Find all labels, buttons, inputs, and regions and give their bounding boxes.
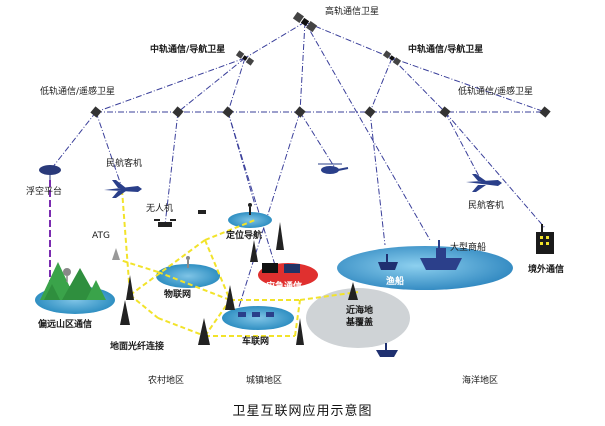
link-leo-emergency [227, 111, 276, 266]
label-nearshore-2: 基覆盖 [345, 316, 373, 328]
person-icon-iot [186, 256, 190, 268]
label-remote-mountain: 偏远山区通信 [38, 318, 92, 330]
uav-icon-small [198, 210, 206, 214]
label-uav: 无人机 [146, 202, 173, 214]
fiber-11 [204, 219, 256, 241]
label-emergency: 应急通信 [266, 280, 302, 292]
uav-icon [154, 219, 176, 227]
aircraft-icon-left [104, 180, 142, 198]
large-ship-icon [420, 240, 462, 270]
aircraft-icon-right [466, 174, 502, 192]
label-civil-aircraft-left: 民航客机 [106, 157, 142, 169]
satellite-icon-leo-4 [294, 106, 306, 118]
satellite-icon-leo-6 [439, 106, 451, 118]
dish-icon [63, 268, 71, 282]
link-leo-helicopter [299, 111, 336, 169]
label-mid-orbit-right: 中轨通信/导航卫星 [408, 43, 483, 55]
link-geo-meo-right [304, 21, 393, 59]
helicopter-icon [318, 163, 349, 174]
link-leo-uav [164, 111, 179, 226]
link-meo-leo-3 [227, 57, 246, 113]
link-leo-balloon [51, 111, 97, 169]
link-meo-leo-5 [391, 57, 446, 113]
link-leo-overseas [444, 111, 546, 229]
car-icon-2 [252, 312, 260, 317]
satellite-icon-meo-right [382, 50, 402, 66]
building-icon [536, 224, 554, 254]
link-leo-vehicle [237, 111, 301, 311]
fiber-7 [299, 291, 359, 301]
emergency-vehicle-icon [262, 263, 300, 273]
link-meo-leo-4 [369, 57, 393, 113]
label-floating-platform: 浮空平台 [26, 185, 62, 197]
tower-icons [120, 222, 304, 345]
antenna-icon-atg [112, 248, 120, 260]
label-atg: ATG [92, 231, 110, 241]
label-overseas: 境外通信 [528, 263, 564, 275]
figure-caption: 卫星互联网应用示意图 [232, 404, 373, 419]
link-meo-leo-6 [391, 57, 546, 113]
fiber-2 [157, 317, 206, 337]
fiber-5 [204, 239, 231, 301]
tower-icon-3 [198, 318, 210, 345]
tower-icon-4 [225, 285, 235, 310]
label-ground-fiber: 地面光纤连接 [110, 340, 164, 352]
link-geo-ship [304, 21, 431, 241]
label-positioning: 定位导航 [225, 229, 262, 241]
fiber-10 [294, 299, 301, 337]
satellite-icon-meo-left [235, 50, 255, 66]
small-boat-icon [376, 343, 398, 357]
label-high-orbit: 高轨通信卫星 [325, 5, 379, 17]
tower-icon-5 [296, 318, 304, 345]
link-leo-aircraft [95, 111, 123, 189]
satellite-icon-leo-7 [539, 106, 551, 118]
label-nearshore-1: 近海地 [346, 304, 373, 316]
iot-area [156, 264, 220, 288]
tower-icon-6 [276, 222, 284, 250]
tower-icon-1 [126, 275, 134, 300]
mountain-icon [40, 262, 106, 300]
tower-icon-2 [120, 300, 130, 325]
label-urban: 城镇地区 [246, 374, 282, 386]
link-geo-leo [299, 21, 306, 113]
person-icon-positioning [248, 203, 252, 215]
satellite-links [51, 21, 546, 311]
label-rural: 农村地区 [148, 374, 184, 386]
car-icons [238, 312, 274, 317]
satellite-icon-leo-2 [172, 106, 184, 118]
link-geo-meo-left [244, 21, 306, 59]
link-leo-fishing [369, 111, 386, 246]
leo-satellites [90, 106, 551, 118]
fiber-8 [157, 271, 231, 301]
label-low-orbit-right: 低轨通信/遥感卫星 [458, 85, 533, 97]
label-mid-orbit-left: 中轨通信/导航卫星 [150, 43, 225, 55]
satellite-icon-leo-1 [90, 106, 102, 118]
label-low-orbit-left: 低轨通信/遥感卫星 [40, 85, 115, 97]
link-meo-leo-1 [95, 57, 246, 113]
fiber-12 [119, 259, 159, 273]
satellite-icon-geo [292, 11, 318, 33]
label-ocean: 海洋地区 [462, 374, 498, 386]
car-icon-3 [266, 312, 274, 317]
link-leo-aircraft-right [444, 111, 483, 183]
tower-icon-7 [250, 240, 258, 262]
balloon-icon [39, 165, 61, 180]
label-fishing-boat: 渔船 [386, 275, 404, 287]
nearshore-tower-icon [348, 282, 358, 300]
car-icon-1 [238, 312, 246, 317]
satellite-icon-leo-5 [364, 106, 376, 118]
label-vehicle-net: 车联网 [242, 335, 269, 347]
fishing-boat-icon [378, 254, 398, 270]
label-large-ship: 大型商船 [450, 241, 486, 253]
label-iot: 物联网 [164, 288, 191, 300]
nearshore-area [306, 288, 410, 348]
positioning-area [228, 212, 272, 228]
link-meo-leo-2 [177, 57, 246, 113]
fiber-1 [129, 294, 159, 319]
label-civil-aircraft-right: 民航客机 [468, 199, 504, 211]
satellite-icon-leo-3 [222, 106, 234, 118]
fiber-atg [121, 189, 131, 296]
